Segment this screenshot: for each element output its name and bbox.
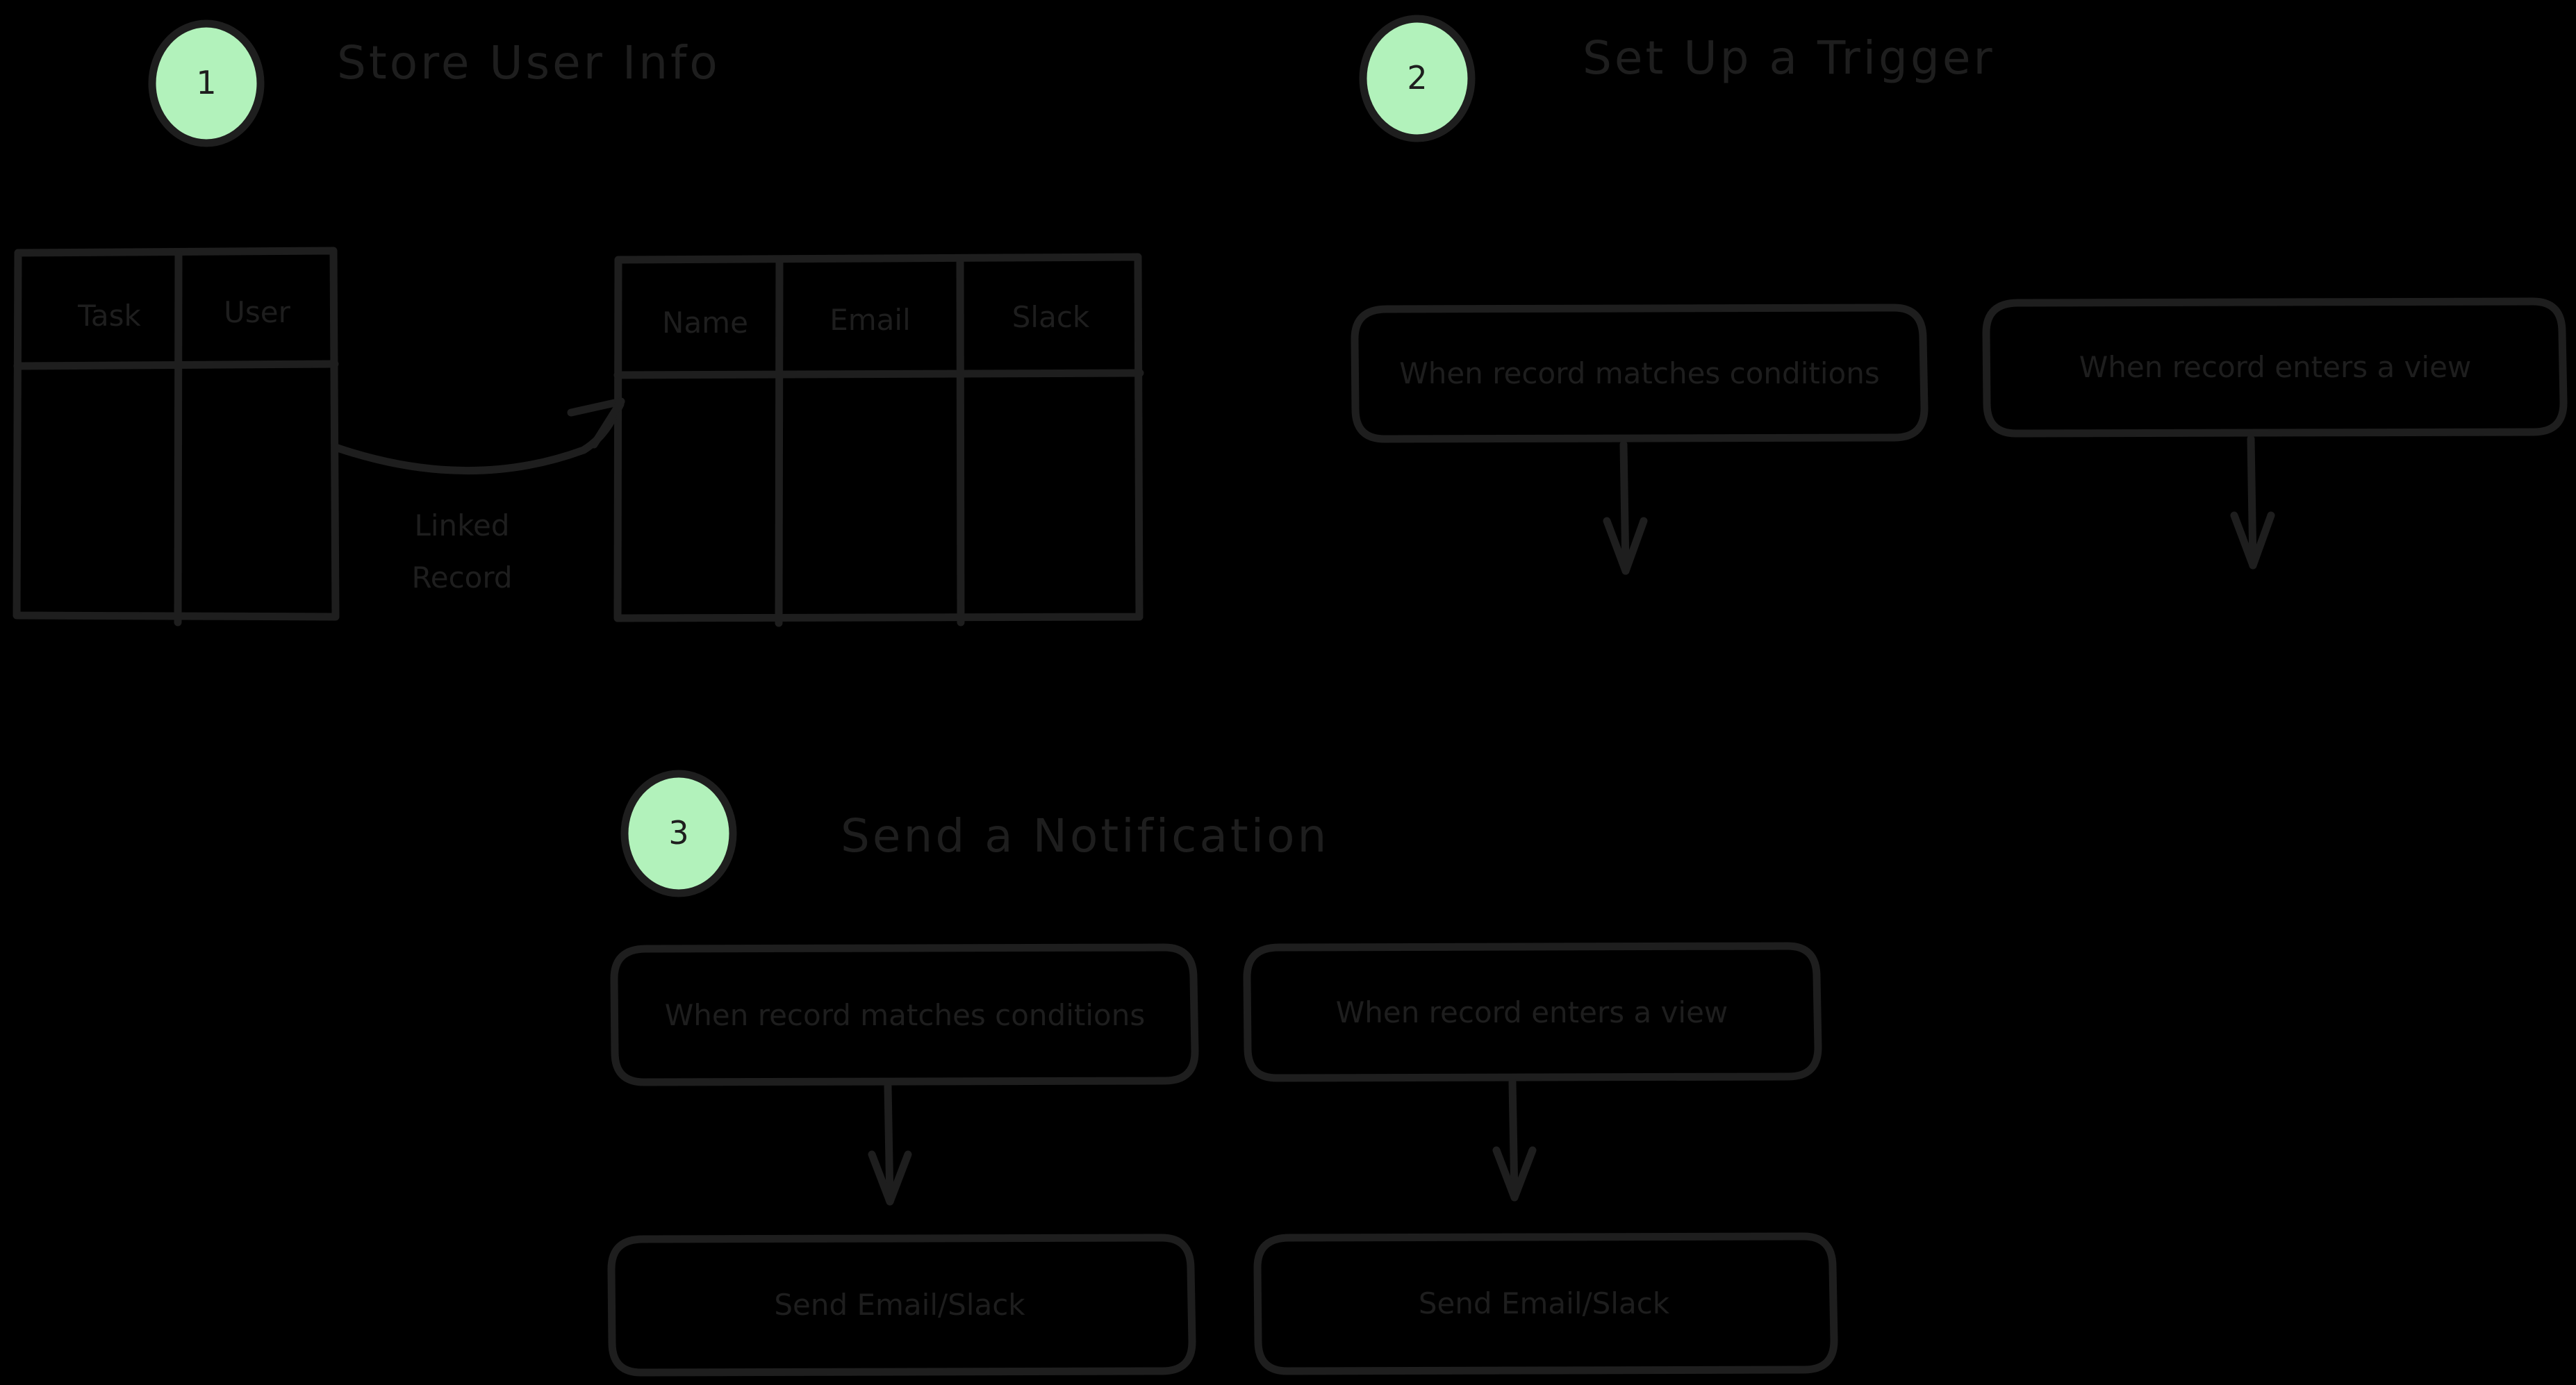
section-badge-number-3: 3 — [668, 814, 689, 852]
section-badge-number-1: 1 — [196, 64, 217, 101]
section-title-2: Set Up a Trigger — [1583, 31, 1995, 85]
users-table-column-name: Name — [662, 306, 748, 340]
flow-box-matches-conditions[interactable] — [610, 943, 1199, 1086]
section-badge-number-2: 2 — [1407, 59, 1428, 97]
section-title-1: Store User Info — [337, 36, 720, 90]
tasks-table-column-task: Task — [78, 299, 141, 333]
flow-arrow-right — [1492, 1078, 1537, 1202]
tasks-table-column-user: User — [224, 295, 290, 329]
trigger-box-enters-view[interactable] — [1982, 297, 2568, 438]
linked-record-label-line2: Record — [411, 561, 513, 595]
users-table-column-email: Email — [829, 303, 911, 337]
flow-trigger-label-left: When record matches conditions — [664, 998, 1146, 1033]
flow-action-label-right: Send Email/Slack — [1418, 1286, 1670, 1321]
tasks-table-grid — [13, 247, 340, 627]
trigger-arrow-matches-conditions — [1603, 440, 1648, 575]
linked-record-arrow — [331, 397, 625, 475]
trigger-label-enters-view: When record enters a view — [2079, 350, 2472, 385]
flow-box-enters-view[interactable] — [1243, 942, 1822, 1082]
users-table-grid — [613, 253, 1144, 627]
flow-trigger-label-right: When record enters a view — [1335, 995, 1728, 1030]
users-table-column-slack: Slack — [1012, 300, 1090, 334]
flow-arrow-left — [868, 1082, 912, 1206]
section-badge-1 — [148, 19, 265, 147]
section-badge-3 — [620, 770, 737, 897]
trigger-label-matches-conditions: When record matches conditions — [1399, 356, 1880, 390]
trigger-arrow-enters-view — [2230, 435, 2275, 570]
trigger-box-matches-conditions[interactable] — [1351, 304, 1929, 443]
action-box-send-right[interactable] — [1253, 1232, 1838, 1375]
section-title-3: Send a Notification — [841, 809, 1330, 863]
action-box-send-left[interactable] — [607, 1234, 1196, 1377]
section-badge-2 — [1359, 15, 1476, 142]
linked-record-label-line1: Linked — [414, 508, 510, 542]
flow-action-label-left: Send Email/Slack — [774, 1288, 1025, 1322]
